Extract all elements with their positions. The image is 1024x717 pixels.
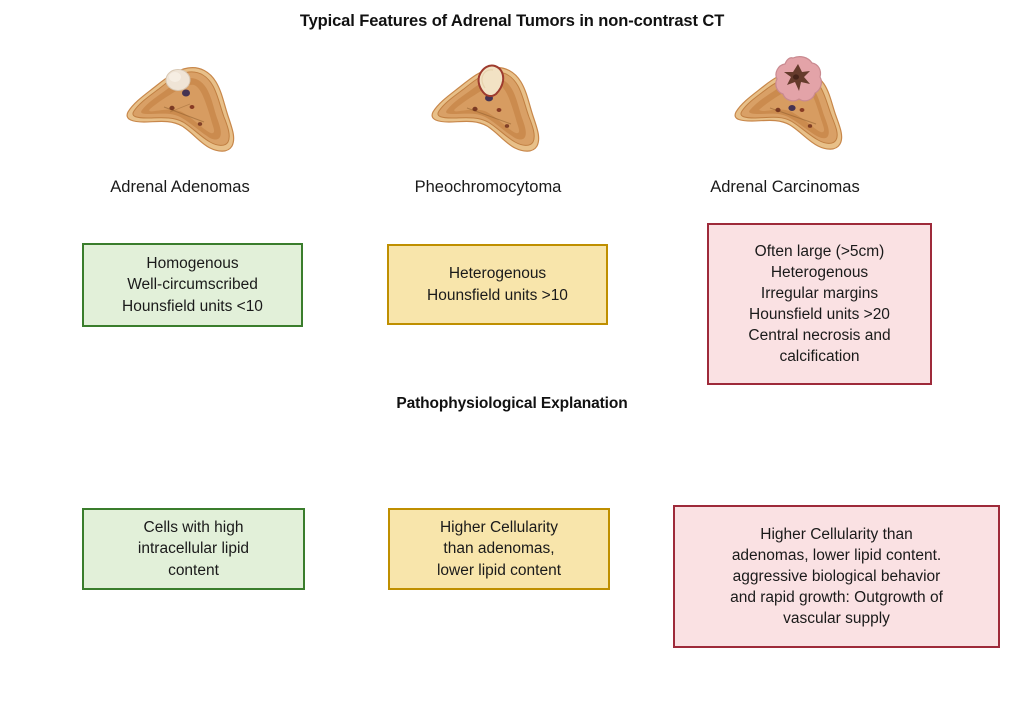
- feature-line: Often large (>5cm): [754, 242, 885, 260]
- column-label-pheochromocytoma: Pheochromocytoma: [414, 178, 562, 196]
- feature-line: Hounsfield units <10: [122, 297, 263, 315]
- feature-line: Irregular margins: [760, 284, 879, 302]
- pathophysiology-line: and rapid growth: Outgrowth of: [730, 589, 943, 607]
- pathophysiology-line: Higher Cellularity: [439, 519, 558, 537]
- pathophysiology-line: aggressive biological behavior: [732, 567, 941, 585]
- pathophysiology-line: adenomas, lower lipid content.: [731, 546, 942, 564]
- adrenal-gland-pheochromocytoma-icon: [417, 52, 557, 160]
- page-title: Typical Features of Adrenal Tumors in no…: [299, 12, 725, 30]
- adrenal-gland-adenoma-icon: [112, 52, 252, 160]
- pathophysiology-box-carcinoma: Higher Cellularity than adenomas, lower …: [673, 505, 1000, 648]
- adrenal-gland-carcinoma-icon: [722, 48, 862, 160]
- feature-box-carcinoma: Often large (>5cm) Heterogenous Irregula…: [707, 223, 932, 385]
- column-label-adrenal-adenomas: Adrenal Adenomas: [110, 178, 250, 196]
- pathophysiology-line: lower lipid content: [436, 561, 562, 579]
- feature-line: Hounsfield units >20: [749, 306, 890, 323]
- pathophysiology-box-adenoma: Cells with high intracellular lipid cont…: [82, 508, 305, 590]
- feature-line: Central necrosis and: [748, 327, 891, 345]
- feature-line: Hounsfield units >10: [427, 286, 568, 304]
- feature-line: Heterogenous: [770, 263, 869, 281]
- feature-line: Heterogenous: [448, 265, 547, 283]
- pathophysiology-line: intracellular lipid: [137, 540, 250, 558]
- pathophysiology-box-pheochromocytoma: Higher Cellularity than adenomas, lower …: [388, 508, 610, 590]
- pathophysiology-line: content: [168, 561, 219, 579]
- feature-box-pheochromocytoma: Heterogenous Hounsfield units >10: [387, 244, 608, 325]
- feature-line: Well-circumscribed: [127, 276, 258, 294]
- pathophysiology-line: Cells with high: [143, 519, 244, 537]
- feature-box-adenoma: Homogenous Well-circumscribed Hounsfield…: [82, 243, 303, 327]
- feature-line: calcification: [779, 348, 860, 366]
- pathophysiology-line: vascular supply: [783, 610, 890, 628]
- column-label-adrenal-carcinomas: Adrenal Carcinomas: [710, 178, 860, 196]
- pathophysiology-line: than adenomas,: [443, 540, 555, 558]
- section-heading-pathophysiological-explanation: Pathophysiological Explanation: [396, 395, 628, 412]
- pathophysiology-line: Higher Cellularity than: [760, 525, 913, 543]
- feature-line: Homogenous: [146, 255, 239, 273]
